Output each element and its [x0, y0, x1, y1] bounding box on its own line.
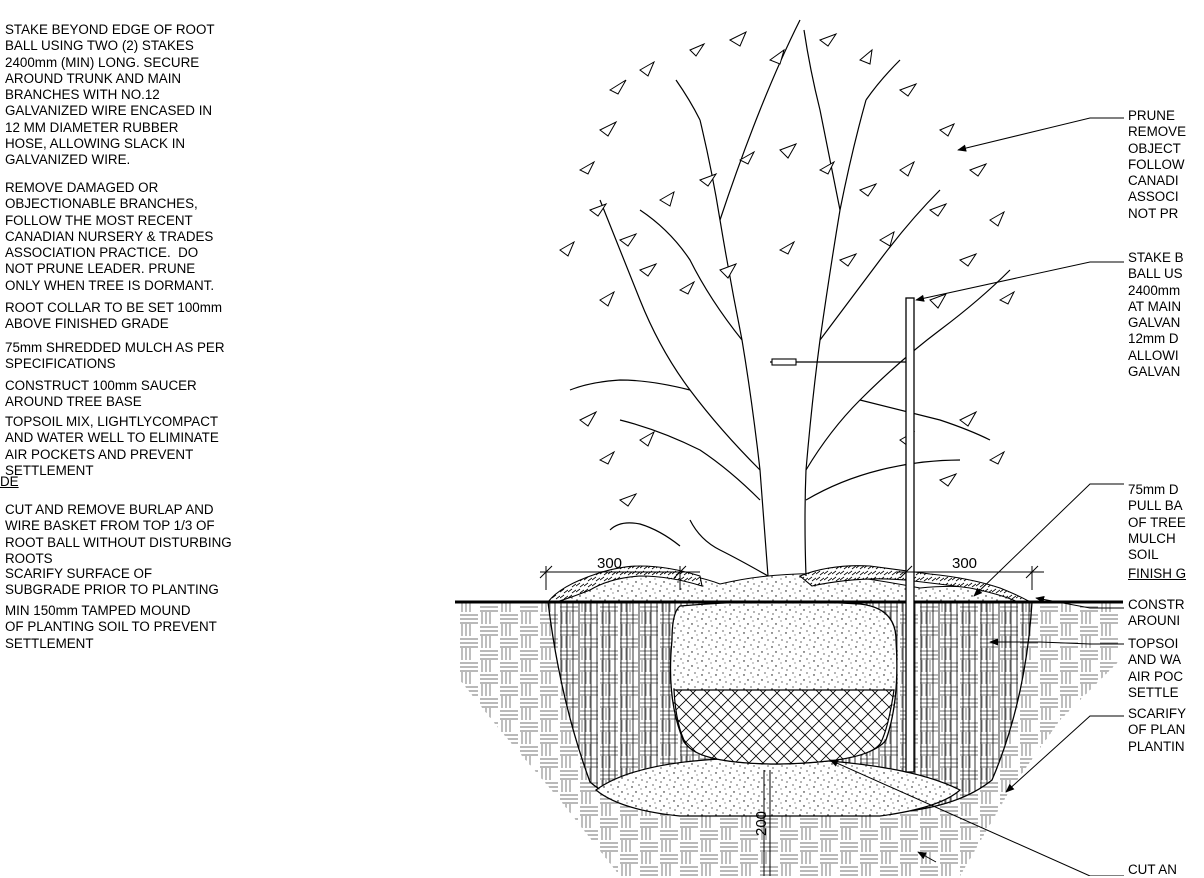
- rnote-mulch: 75mm D PULL BA OF TREE MULCH SOIL: [1128, 482, 1186, 563]
- note-mound: MIN 150mm TAMPED MOUND OF PLANTING SOIL …: [5, 603, 217, 651]
- rnote-finish-grade: FINISH G: [1128, 566, 1187, 581]
- rnote-cut: CUT AN: [1128, 862, 1177, 877]
- leader-lines: [829, 117, 1124, 876]
- tree: [569, 19, 1011, 577]
- rnote-saucer: CONSTR AROUNI: [1128, 597, 1185, 629]
- dim-left: 300: [597, 555, 622, 572]
- note-scarify: SCARIFY SURFACE OF SUBGRADE PRIOR TO PLA…: [5, 566, 219, 598]
- note-stake: STAKE BEYOND EDGE OF ROOT BALL USING TWO…: [5, 22, 215, 168]
- mulch-left: [546, 565, 703, 603]
- mulch-right: [798, 565, 1032, 603]
- dim-right: 300: [952, 555, 977, 572]
- tamped-mound: [595, 757, 962, 817]
- leaves: [559, 30, 1016, 507]
- rnote-scarify: SCARIFY OF PLAN PLANTIN: [1128, 706, 1187, 754]
- rnote-prune: PRUNE REMOVE OBJECT FOLLOW CANADI ASSOCI…: [1128, 108, 1187, 221]
- dimension-lines: [539, 565, 1044, 876]
- dim-depth: 200: [753, 811, 770, 836]
- note-root-collar: ROOT COLLAR TO BE SET 100mm ABOVE FINISH…: [5, 300, 223, 332]
- note-mulch: 75mm SHREDDED MULCH AS PER SPECIFICATION…: [5, 340, 225, 372]
- note-burlap: CUT AND REMOVE BURLAP AND WIRE BASKET FR…: [5, 502, 232, 566]
- rnote-topsoil: TOPSOI AND WA AIR POC SETTLE: [1128, 636, 1184, 700]
- note-saucer: CONSTRUCT 100mm SAUCER AROUND TREE BASE: [5, 378, 197, 410]
- stake: [770, 297, 915, 773]
- rnote-stake: STAKE B BALL US 2400mm AT MAIN GALVAN 12…: [1128, 250, 1184, 380]
- note-topsoil: TOPSOIL MIX, LIGHTLYCOMPACT AND WATER WE…: [5, 414, 219, 478]
- note-prune: REMOVE DAMAGED OR OBJECTIONABLE BRANCHES…: [5, 180, 215, 293]
- wire-basket: [673, 689, 895, 765]
- note-grade-fragment: DE: [0, 474, 19, 489]
